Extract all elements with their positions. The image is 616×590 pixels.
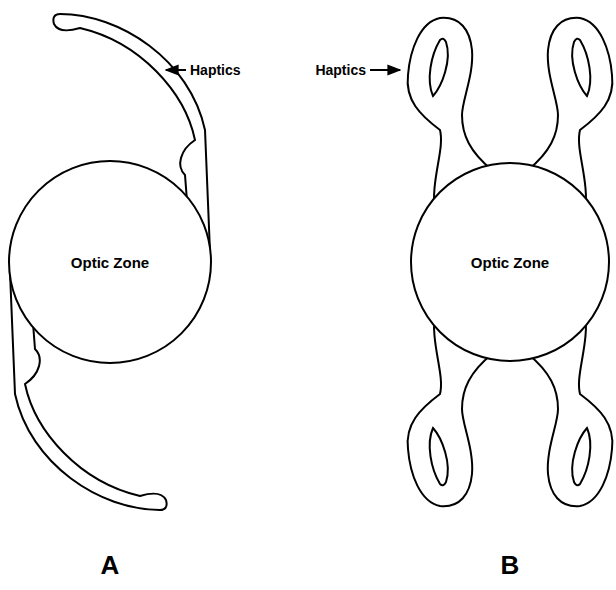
optic-outline	[9, 161, 211, 363]
optic-zone: Optic Zone	[8, 160, 212, 364]
part-label: Haptics	[190, 63, 241, 77]
haptic-a	[10, 14, 210, 510]
leader-arrow	[166, 69, 186, 71]
part-label: Haptics	[315, 63, 366, 77]
figure-letter: A	[101, 552, 120, 578]
haptic-b	[408, 18, 613, 506]
optic-label: Optic Zone	[471, 254, 549, 271]
optic-label: Optic Zone	[71, 254, 149, 271]
figure-letter: B	[501, 552, 520, 578]
optic-zone: Optic Zone	[410, 162, 610, 362]
leader-arrow	[370, 69, 400, 71]
optic-outline	[411, 163, 609, 361]
